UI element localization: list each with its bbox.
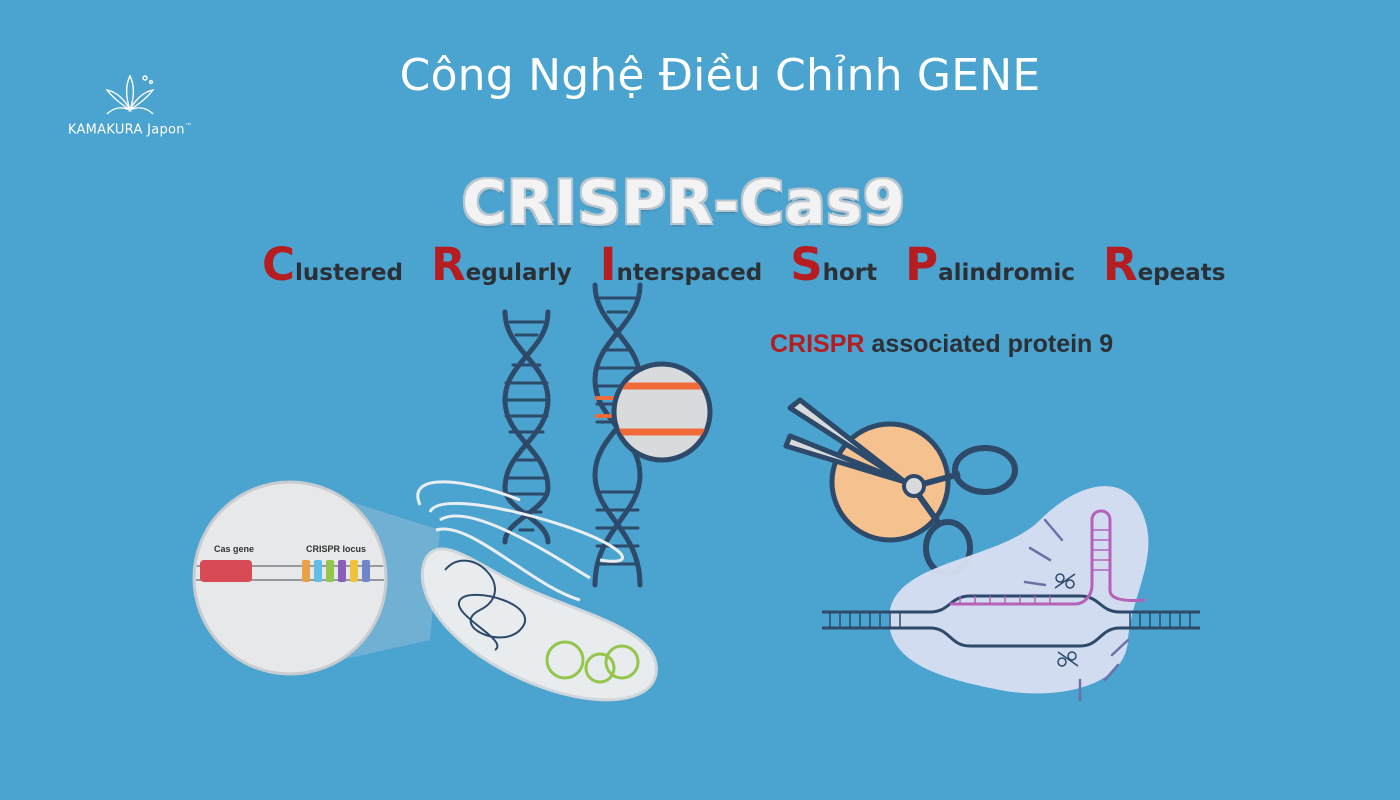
acronym-word-palindromic: Palindromic: [905, 238, 1075, 291]
acronym-line: Clustered Regularly Interspaced Short Pa…: [262, 238, 1245, 291]
small-scissors-icon: [1054, 573, 1079, 667]
butterfly-flower-icon: [105, 74, 155, 115]
acronym-word-repeats: Repeats: [1102, 238, 1226, 291]
cas9-dna-complex: [822, 486, 1200, 702]
acronym-word-interspaced: Interspaced: [599, 238, 763, 291]
cas9-scissors: [783, 397, 1018, 577]
brand-name: KAMAKURA Japon™: [67, 122, 193, 138]
cas-gene-label: Cas gene: [214, 544, 254, 554]
acronym-word-clustered: Clustered: [262, 238, 403, 291]
brand-logo: KAMAKURA Japon™: [40, 70, 220, 137]
page-title: Công Nghệ Điều Chỉnh GENE: [399, 50, 1041, 101]
crispr-locus-label: CRISPR locus: [306, 544, 366, 554]
cas9-caption: CRISPR associated protein 9: [770, 330, 1114, 358]
acronym-word-short: Short: [790, 238, 878, 291]
acronym-word-regularly: Regularly: [431, 238, 572, 291]
locus-magnifier: Cas gene CRISPR locus: [192, 480, 440, 676]
cas-gene-block: [200, 560, 252, 582]
magnifier-detail: [611, 361, 713, 463]
dna-helix-left: [502, 309, 551, 545]
crispr-cas9-heading: CRISPR-Cas9: [462, 168, 906, 238]
bacterium: [416, 480, 658, 702]
